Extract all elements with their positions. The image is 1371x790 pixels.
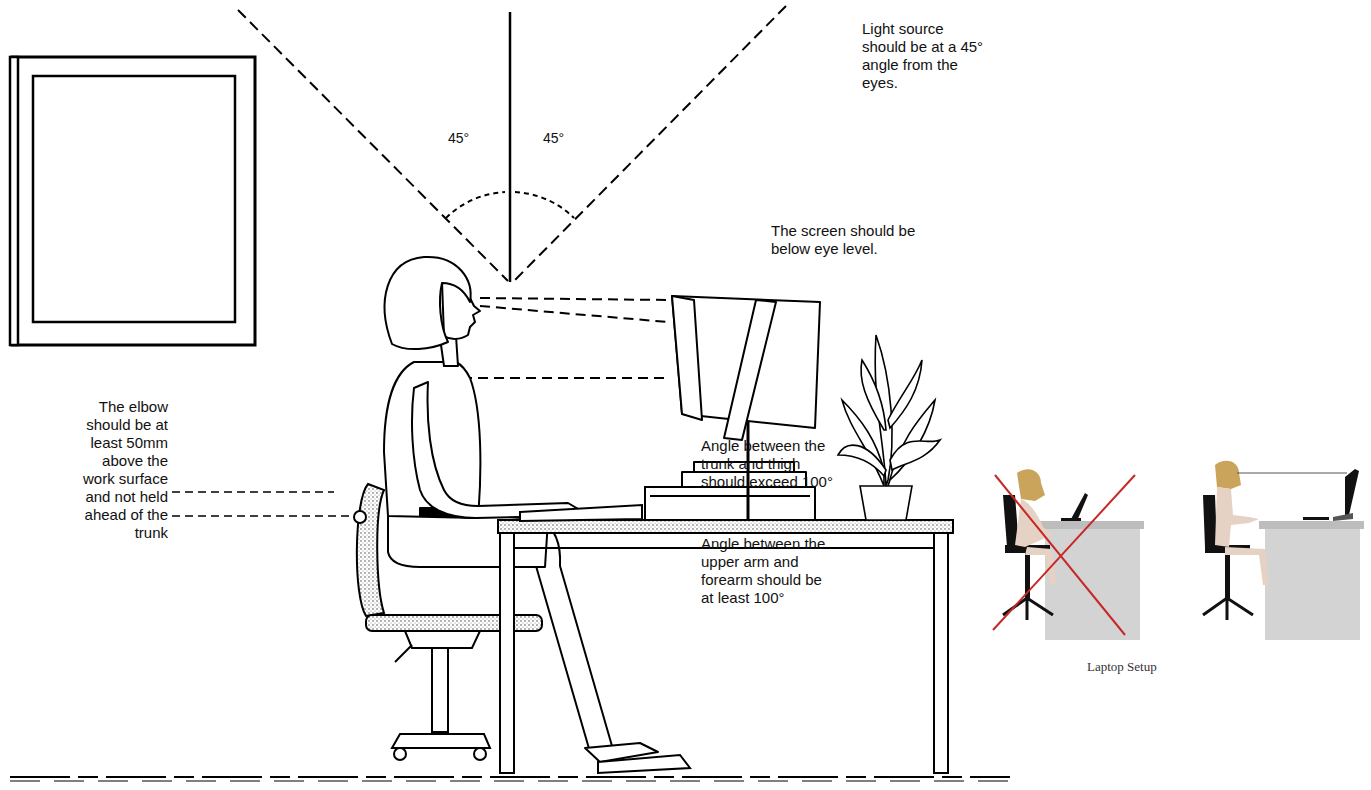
hair — [385, 257, 471, 349]
person-body — [1215, 487, 1259, 547]
laptop-desk-top — [1259, 521, 1364, 529]
computer-case — [645, 487, 815, 520]
desk-leg — [500, 533, 514, 773]
floor-line — [10, 781, 1010, 782]
laptop-desk — [1045, 525, 1140, 640]
cross-mark — [995, 475, 1125, 635]
floor — [10, 777, 1010, 781]
light-angle — [238, 6, 786, 282]
sight-line — [480, 306, 668, 322]
chair-caster — [474, 748, 486, 760]
chair-column — [1225, 553, 1230, 598]
chair-base — [1003, 598, 1053, 620]
person-hair — [1215, 461, 1241, 489]
case-line — [650, 495, 810, 497]
chair-base — [392, 734, 490, 748]
chair-lever — [395, 645, 412, 662]
lower-leg — [536, 520, 612, 752]
chair-back — [1203, 495, 1217, 547]
desk-top — [498, 520, 953, 533]
window-jamb — [10, 57, 18, 345]
footrest — [598, 755, 690, 773]
elbow-note: The elbow should be at least 50mm above … — [70, 398, 168, 542]
screen-note: The screen should be below eye level. — [771, 222, 923, 258]
leader-lines — [172, 492, 350, 516]
chair-caster — [394, 748, 406, 760]
plant-leaf — [890, 440, 940, 470]
leader-line — [172, 515, 350, 517]
laptop-base — [1061, 518, 1081, 521]
sight-line — [1237, 473, 1347, 474]
seated-person — [384, 257, 658, 762]
arm — [412, 382, 580, 518]
plant-leaf — [838, 445, 886, 476]
laptop-right — [1203, 461, 1364, 640]
person-hair — [1017, 469, 1045, 501]
keyboard — [520, 505, 642, 521]
laptop-stand — [1333, 513, 1353, 521]
laptop-wrong — [993, 469, 1144, 640]
sight-line — [480, 298, 668, 300]
angle-value: 45° — [448, 129, 488, 147]
potted-plant — [838, 335, 940, 520]
laptop-screen — [1071, 493, 1088, 521]
floor-line — [10, 776, 1010, 778]
vertical-axis — [509, 12, 512, 282]
chair-back — [357, 484, 384, 616]
figure-caption: Laptop Setup — [1087, 658, 1207, 676]
light-ray — [514, 6, 786, 281]
lighting-note: Light source should be at a 45° angle fr… — [862, 20, 986, 92]
light-ray — [238, 10, 508, 281]
angle-arc — [446, 192, 505, 218]
chair-seat — [366, 615, 542, 631]
monitor-bezel — [672, 296, 702, 420]
desk — [498, 487, 953, 773]
chair-column — [432, 648, 448, 732]
hip-angle-note: Angle between the trunk and thigh should… — [701, 437, 841, 491]
sight-line — [446, 377, 668, 379]
window — [10, 57, 255, 345]
angle-arc — [515, 192, 574, 218]
leader-line — [172, 491, 334, 493]
window-pane — [33, 76, 235, 322]
laptop-desk — [1265, 525, 1360, 640]
external-keyboard — [1303, 517, 1329, 520]
desk-leg — [934, 533, 948, 773]
chair-knob — [354, 511, 366, 523]
chair-mechanism — [405, 631, 480, 648]
chair-base — [1203, 598, 1253, 620]
window-frame — [12, 57, 255, 345]
plant-pot — [860, 486, 912, 520]
plant-leaf — [861, 360, 886, 430]
laptop-screen — [1345, 469, 1359, 515]
angle-value: 45° — [543, 129, 583, 147]
plant-leaf — [888, 360, 922, 428]
elbow-angle-note: Angle between the upper arm and forearm … — [701, 535, 829, 607]
monitor-tilt-arm — [724, 300, 776, 440]
person-leg — [1225, 547, 1269, 585]
footrest-board — [598, 755, 690, 773]
